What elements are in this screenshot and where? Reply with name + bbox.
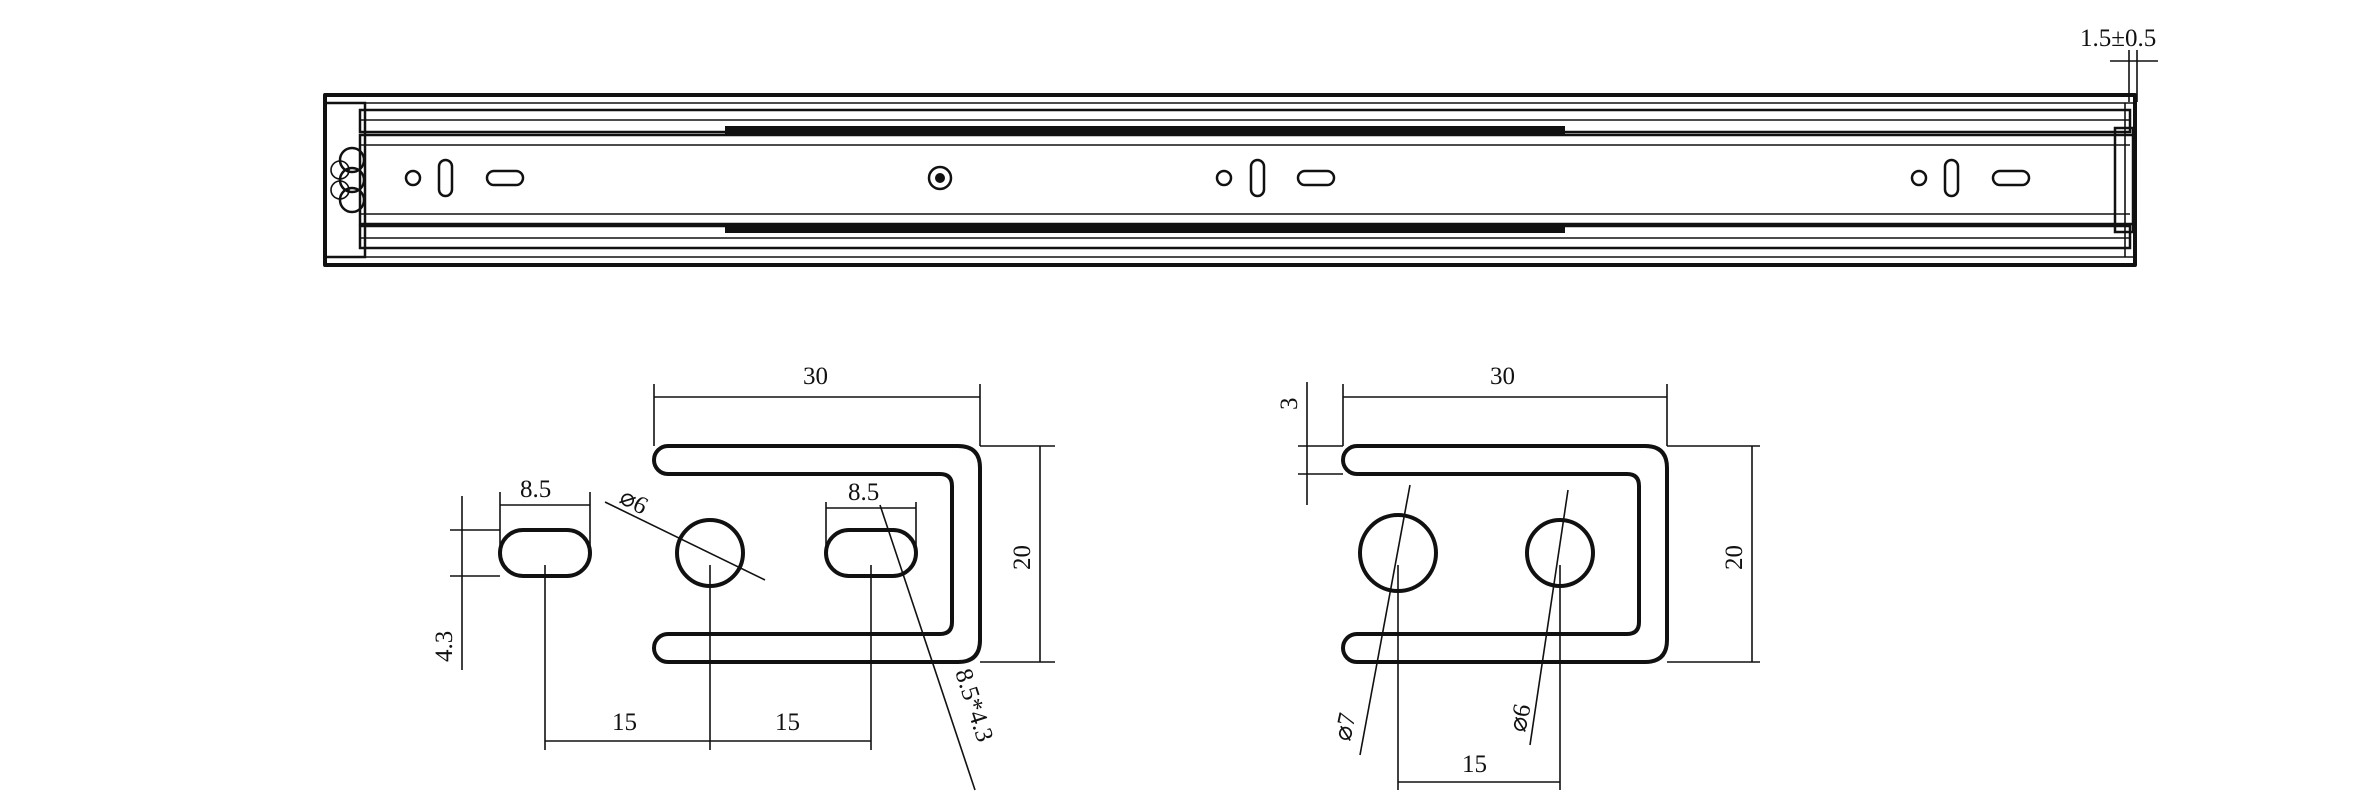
hole-large-leader bbox=[1359, 484, 1411, 756]
hole-diameter-leader bbox=[604, 501, 766, 581]
bracket-right-height-label: 20 bbox=[1721, 545, 1748, 570]
bracket-right-spacing-label: 15 bbox=[1462, 751, 1487, 778]
rail-vertical-slot bbox=[1943, 158, 1960, 198]
front-lever-roller bbox=[330, 180, 350, 200]
front-lever-roller bbox=[338, 166, 366, 194]
rail-end-cap-right bbox=[2113, 126, 2135, 234]
bracket-right-hole-small-label: ⌀6 bbox=[1504, 702, 1536, 735]
bracket-right-view: 30 20 3 ⌀7 ⌀6 15 bbox=[1276, 363, 1760, 790]
ball-retainer-lower bbox=[725, 224, 1565, 233]
bracket-right-width-label: 30 bbox=[1490, 363, 1515, 390]
bracket-left-slot-width-label: 8.5 bbox=[520, 476, 551, 503]
bracket-right-gap-label: 3 bbox=[1276, 398, 1303, 411]
front-lever-roller bbox=[338, 146, 366, 174]
bracket-left-hole-label: ⌀6 bbox=[615, 483, 652, 520]
bracket-left-body bbox=[652, 444, 982, 664]
rail-horizontal-slot bbox=[485, 169, 525, 187]
bracket-right-hole-large-label: ⌀7 bbox=[1329, 711, 1361, 744]
bracket-left-spacing-left-label: 15 bbox=[612, 709, 637, 736]
bracket-left-height-label: 20 bbox=[1009, 545, 1036, 570]
slide-rail-top-view: 1.5±0.5 bbox=[323, 25, 2158, 267]
rail-rivet bbox=[927, 165, 953, 191]
tolerance-label: 1.5±0.5 bbox=[2080, 25, 2156, 52]
bracket-left-slot-height-label: 4.3 bbox=[431, 631, 458, 662]
rail-inner-member bbox=[358, 133, 2137, 226]
bracket-left-spacing-right-label: 15 bbox=[775, 709, 800, 736]
bracket-right-body bbox=[1341, 444, 1669, 664]
rail-rivet-center bbox=[935, 173, 945, 183]
rail-vertical-slot bbox=[1249, 158, 1266, 198]
front-lever-roller bbox=[330, 160, 350, 180]
front-lever-roller bbox=[338, 186, 366, 214]
rail-horizontal-slot bbox=[1991, 169, 2031, 187]
rail-mount-hole bbox=[404, 169, 422, 187]
rail-vertical-slot bbox=[437, 158, 454, 198]
slot-size-leader bbox=[879, 504, 976, 791]
bracket-left-view: 30 20 8.5 4.3 8.5 ⌀6 8.5*4.3 15 bbox=[431, 363, 1055, 791]
ball-retainer-upper bbox=[725, 126, 1565, 135]
bracket-left-width-label: 30 bbox=[803, 363, 828, 390]
bracket-left-inner-slot-label: 8.5 bbox=[848, 479, 879, 506]
rail-mount-hole bbox=[1215, 169, 1233, 187]
rail-mount-hole bbox=[1910, 169, 1928, 187]
hole-small-leader bbox=[1529, 489, 1569, 746]
rail-horizontal-slot bbox=[1296, 169, 1336, 187]
